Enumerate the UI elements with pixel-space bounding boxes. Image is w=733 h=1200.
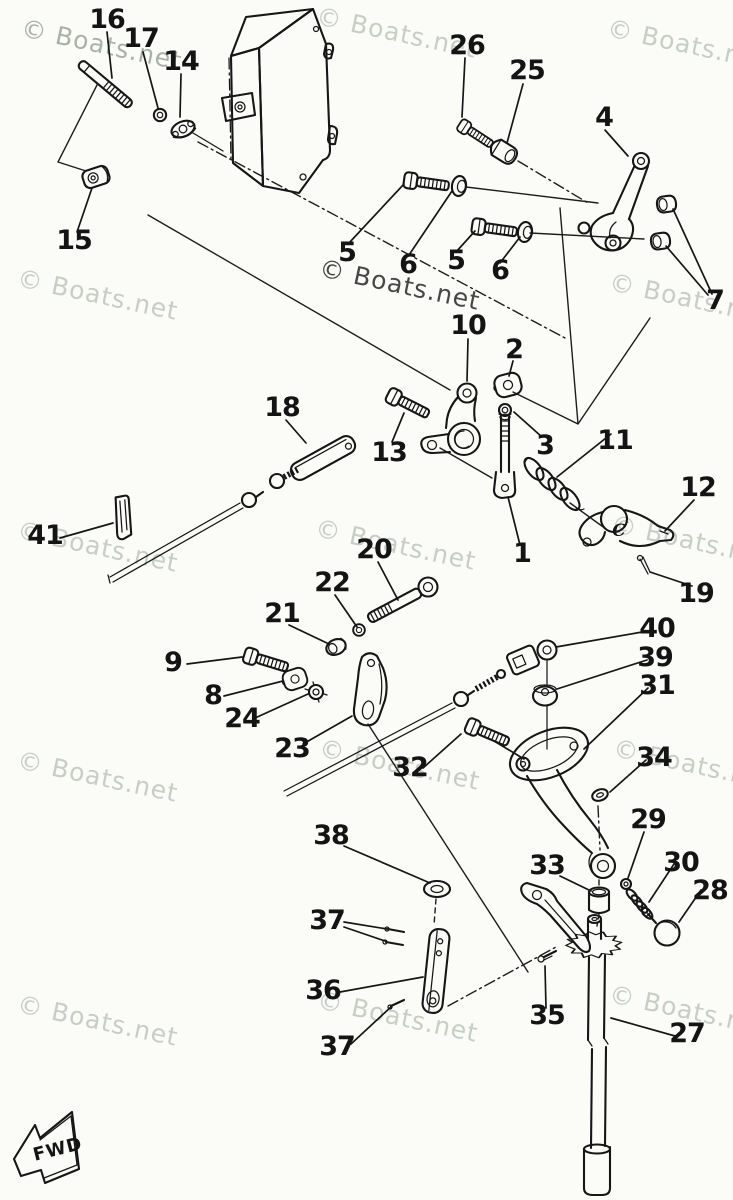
lever-12-cam-mark: C xyxy=(612,521,626,541)
callout-part-6-7: 6 xyxy=(491,255,509,286)
part-25-cap-fitting xyxy=(489,138,519,165)
callout-part-17-18: 17 xyxy=(123,23,159,54)
callout-part-27-28: 27 xyxy=(669,1018,705,1049)
part-29-washer xyxy=(619,877,633,891)
callout-part-31-32: 31 xyxy=(639,670,675,701)
part-13-bolt xyxy=(383,385,433,423)
callout-part-15-16: 15 xyxy=(56,225,92,256)
part-19-cotter-pin xyxy=(636,554,651,575)
part-32-bolt xyxy=(462,716,513,751)
part-21-bushing xyxy=(325,637,347,657)
callout-part-9-10: 9 xyxy=(164,647,182,678)
part-24-washer xyxy=(304,681,328,703)
part-10-bracket xyxy=(420,382,482,457)
part-18-link xyxy=(289,434,357,482)
callout-part-4-3: 4 xyxy=(595,102,613,133)
part-31-lever xyxy=(508,726,617,880)
part-7-caps xyxy=(648,193,679,252)
callout-part-25-26: 25 xyxy=(509,55,545,86)
callout-part-37-39: 37 xyxy=(319,1031,355,1062)
callout-part-20-21: 20 xyxy=(356,534,392,565)
part-14-clamp xyxy=(170,119,197,139)
callout-part-19-20: 19 xyxy=(678,578,714,609)
part-26-bolt xyxy=(454,117,497,152)
callout-part-23-24: 23 xyxy=(274,733,310,764)
callout-part-26-27: 26 xyxy=(449,30,485,61)
callout-part-1-0: 1 xyxy=(513,538,531,569)
part-15-nut xyxy=(81,164,111,190)
callout-part-2-1: 2 xyxy=(505,334,523,365)
part-5-bolts xyxy=(401,170,519,241)
callout-part-6-6: 6 xyxy=(399,249,417,280)
part-36-link xyxy=(421,928,451,1014)
watermark-3: © Boats.net xyxy=(15,264,181,326)
callout-part-21-22: 21 xyxy=(264,598,300,629)
part-11-spring xyxy=(523,456,585,512)
upper-throttle-cable xyxy=(107,466,301,584)
cdi-unit-block xyxy=(220,7,339,195)
callout-part-41-43: 41 xyxy=(27,520,63,551)
callout-part-14-15: 14 xyxy=(163,46,199,77)
callout-part-33-34: 33 xyxy=(529,850,565,881)
watermark-11: © Boats.net xyxy=(611,734,733,796)
part-4-lever xyxy=(577,151,651,252)
part-12-lever xyxy=(578,504,675,548)
callout-part-40-42: 40 xyxy=(639,613,675,644)
callout-part-35-36: 35 xyxy=(529,1000,565,1031)
callout-part-11-12: 11 xyxy=(597,425,633,456)
part-33-bushing xyxy=(587,886,611,915)
callout-part-16-17: 16 xyxy=(89,4,125,35)
part-1-rod xyxy=(492,413,517,500)
part-34-washer xyxy=(591,788,609,802)
callout-part-7-8: 7 xyxy=(706,285,724,316)
watermark-12: © Boats.net xyxy=(15,990,181,1052)
callout-part-5-5: 5 xyxy=(447,245,465,276)
part-23-lever xyxy=(352,652,388,727)
part-38-washer xyxy=(422,879,452,899)
part-41-clip xyxy=(114,494,133,541)
watermark-9: © Boats.net xyxy=(15,746,181,808)
fwd-arrow: FWD xyxy=(12,1110,85,1185)
callout-part-22-23: 22 xyxy=(314,567,350,598)
part-40-cable-connector xyxy=(506,639,558,676)
part-20-rod xyxy=(366,576,439,624)
callout-part-32-33: 32 xyxy=(392,752,428,783)
part-39-grommet xyxy=(531,684,559,707)
callout-part-8-9: 8 xyxy=(204,680,222,711)
callout-part-30-31: 30 xyxy=(663,847,699,878)
callout-part-36-37: 36 xyxy=(305,975,341,1006)
callout-part-29-30: 29 xyxy=(630,804,666,835)
part-17-nut xyxy=(152,107,168,123)
lower-throttle-cable xyxy=(283,668,507,797)
callout-part-5-4: 5 xyxy=(338,237,356,268)
watermark-2: © Boats.net xyxy=(605,14,733,76)
callout-part-39-41: 39 xyxy=(637,642,673,673)
callout-part-37-38: 37 xyxy=(309,905,345,936)
bracket-strap xyxy=(520,881,592,954)
leader-lines xyxy=(59,31,713,1045)
part-9-bolt xyxy=(241,645,291,677)
callout-part-10-11: 10 xyxy=(450,310,486,341)
part-35-cotter-pin xyxy=(537,949,558,963)
callout-part-3-2: 3 xyxy=(536,430,554,461)
callout-part-12-13: 12 xyxy=(680,472,716,503)
callout-part-38-40: 38 xyxy=(313,820,349,851)
callout-part-18-19: 18 xyxy=(264,392,300,423)
part-3-nut xyxy=(497,402,513,418)
callout-part-24-25: 24 xyxy=(224,703,260,734)
part-16-stud xyxy=(77,60,133,109)
throttle-shaft-collar xyxy=(564,913,623,959)
part-27-shaft xyxy=(582,953,612,1197)
part-28-bolt xyxy=(641,907,681,947)
part-22-nut xyxy=(352,623,366,637)
callout-part-34-35: 34 xyxy=(636,742,672,773)
callout-part-28-29: 28 xyxy=(692,875,728,906)
part-37-pins xyxy=(382,926,406,1010)
callout-part-13-14: 13 xyxy=(371,437,407,468)
